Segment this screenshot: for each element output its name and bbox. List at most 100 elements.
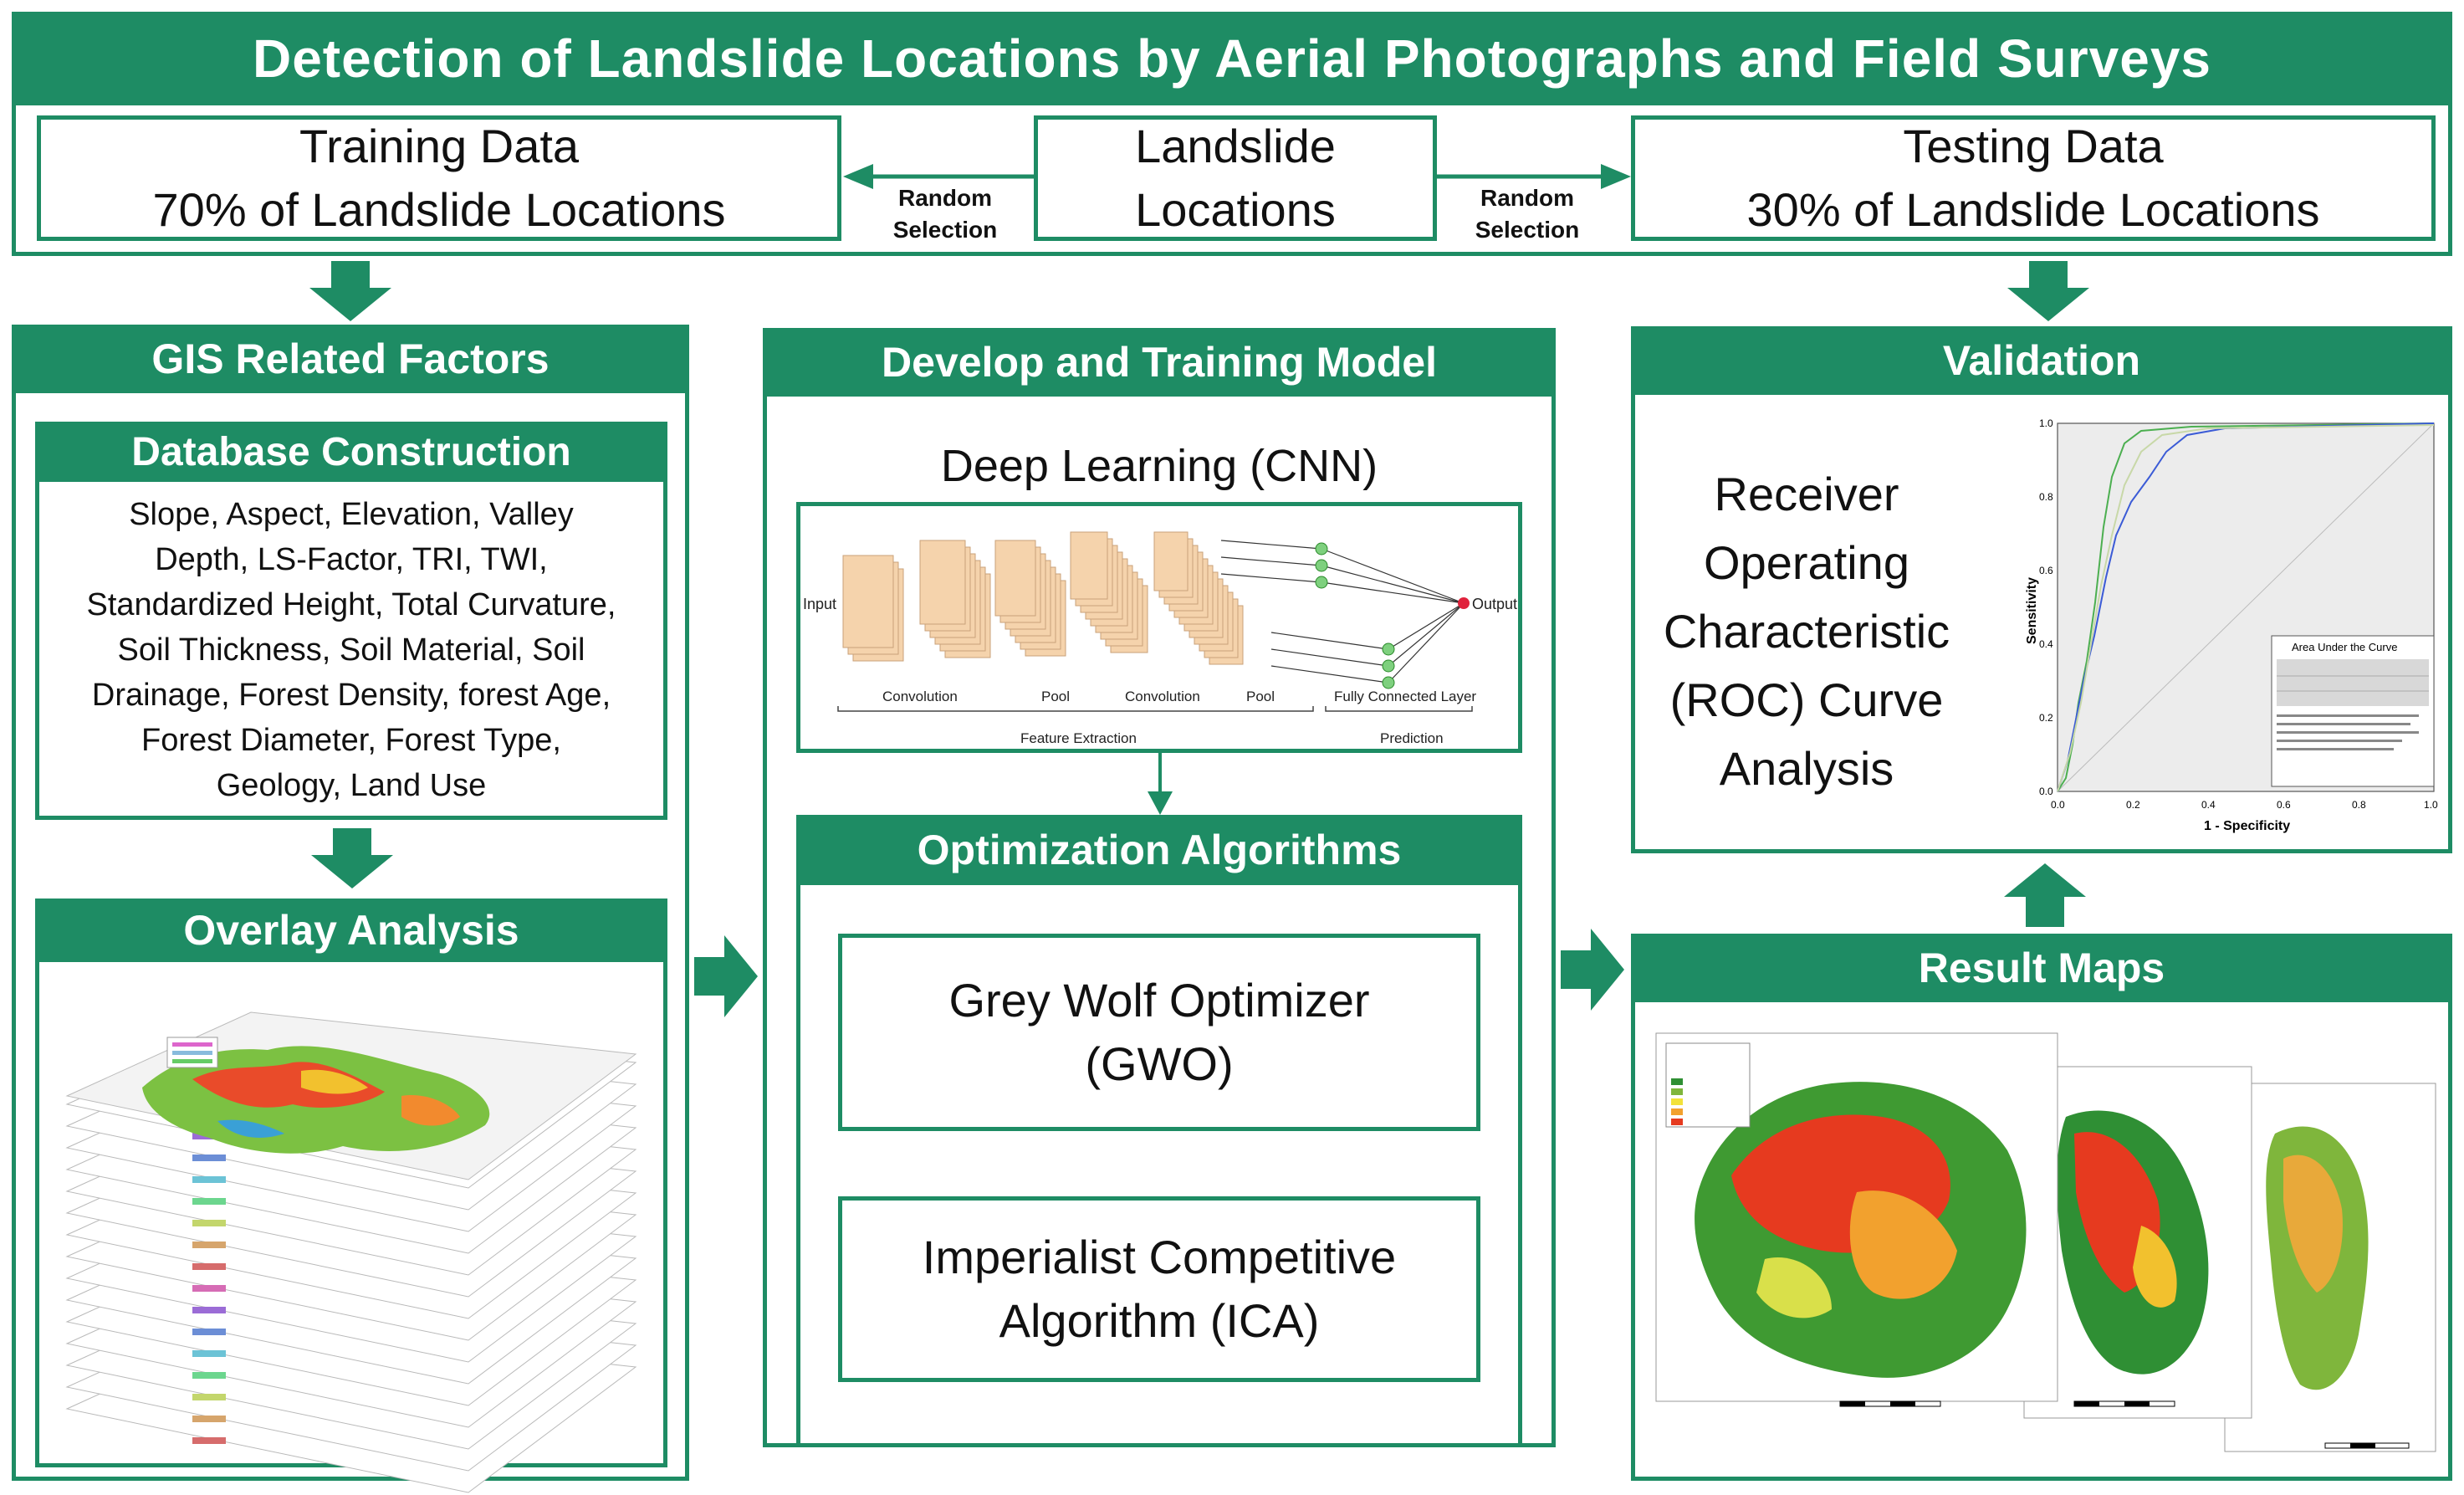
roc-tick-y3: 0.6: [2039, 565, 2053, 576]
cnn-output-label: Output: [1472, 596, 1517, 612]
down-arrow-right: [2007, 261, 2089, 321]
factor-line: Standardized Height, Total Curvature,: [86, 587, 616, 622]
result-maps-image: [1655, 1032, 2436, 1452]
roc-tick-x4: 0.8: [2352, 799, 2366, 811]
roc-line: Receiver: [1714, 468, 1899, 520]
roc-chart-image: Sensitivity 1 - Specificity 0.0 0.2 0.4 …: [2025, 417, 2438, 833]
overlay-layer-thumbnail: [192, 1263, 226, 1270]
cnn-title: Deep Learning (CNN): [763, 435, 1556, 497]
results-header-text: Result Maps: [1918, 945, 2165, 991]
down-arrow-gis: [311, 828, 393, 888]
gwo-line1: Grey Wolf Optimizer: [948, 974, 1370, 1027]
testing-line1: Testing Data: [1903, 120, 2164, 173]
gis-header: GIS Related Factors: [12, 325, 689, 393]
model-header-text: Develop and Training Model: [882, 339, 1437, 386]
overlay-layer-thumbnail: [192, 1155, 226, 1161]
landslide-line1: Landslide: [1135, 120, 1336, 173]
overlay-layer-thumbnail: [192, 1220, 226, 1226]
optimization-header: Optimization Algorithms: [796, 815, 1522, 885]
roc-legend-title: Area Under the Curve: [2292, 641, 2397, 653]
feature-map: [1070, 531, 1108, 600]
ica-box: Imperialist Competitive Algorithm (ICA): [838, 1196, 1480, 1382]
gis-header-text: GIS Related Factors: [151, 335, 550, 382]
overlay-stack-image: [65, 1011, 637, 1493]
training-line1: Training Data: [299, 120, 580, 173]
model-header: Develop and Training Model: [763, 328, 1556, 397]
roc-line: Characteristic: [1663, 605, 1950, 658]
random-right-label: Random Selection: [1444, 182, 1611, 246]
cnn-feature-label: Feature Extraction: [1020, 730, 1137, 746]
right-arrow-model-to-results: [1561, 929, 1624, 1011]
cnn-title-text: Deep Learning (CNN): [940, 441, 1378, 491]
right-arrow-gis-to-model: [694, 935, 758, 1017]
random-right-arrow: [1437, 164, 1631, 189]
roc-tick-x5: 1.0: [2424, 799, 2438, 811]
landslide-locations-box: Landslide Locations: [1034, 115, 1437, 241]
overlay-header-text: Overlay Analysis: [183, 907, 519, 954]
feature-map: [919, 540, 966, 625]
database-header: Database Construction: [35, 422, 667, 482]
roc-tick-x1: 0.2: [2126, 799, 2140, 811]
validation-header: Validation: [1631, 326, 2452, 395]
cnn-pool2-label: Pool: [1246, 689, 1275, 704]
overlay-layer-thumbnail: [192, 1437, 226, 1444]
cnn-pool1-label: Pool: [1041, 689, 1070, 704]
roc-tick-x2: 0.4: [2201, 799, 2216, 811]
overlay-layer-thumbnail: [192, 1198, 226, 1205]
feature-map: [994, 540, 1036, 617]
roc-tick-y4: 0.8: [2039, 491, 2053, 503]
main-title: Detection of Landslide Locations by Aeri…: [252, 28, 2212, 89]
cnn-diagram-box: [796, 502, 1522, 753]
roc-ylabel: Sensitivity: [2025, 577, 2039, 644]
training-line2: 70% of Landslide Locations: [152, 183, 726, 236]
random-left-line1: Random: [898, 185, 992, 211]
optimization-header-text: Optimization Algorithms: [917, 827, 1402, 873]
overlay-layer-thumbnail: [192, 1285, 226, 1292]
testing-data-box: Testing Data 30% of Landslide Locations: [1631, 115, 2436, 241]
cnn-prediction-label: Prediction: [1380, 730, 1444, 746]
roc-line: (ROC) Curve: [1669, 673, 1944, 726]
overlay-layer-thumbnail: [192, 1350, 226, 1357]
top-row-frame: [12, 102, 2452, 256]
factor-line: Drainage, Forest Density, forest Age,: [91, 678, 611, 713]
landslide-line2: Locations: [1135, 183, 1336, 236]
roc-xlabel: 1 - Specificity: [2204, 819, 2290, 833]
results-header: Result Maps: [1631, 934, 2452, 1002]
overlay-layer-thumbnail: [192, 1176, 226, 1183]
factor-line: Forest Diameter, Forest Type,: [141, 723, 561, 758]
testing-line2: 30% of Landslide Locations: [1746, 183, 2320, 236]
factor-list: Slope, Aspect, Elevation, Valley Depth, …: [42, 492, 661, 808]
roc-line: Analysis: [1719, 742, 1894, 795]
random-right-line1: Random: [1480, 185, 1574, 211]
cnn-input-label: Input: [803, 596, 836, 612]
cnn-diagram: Input Output Convolution Pool Convolutio…: [803, 531, 1517, 746]
feature-map: [842, 555, 894, 648]
factor-line: Slope, Aspect, Elevation, Valley: [129, 497, 574, 532]
cnn-conv1-label: Convolution: [882, 689, 958, 704]
roc-text: Receiver Operating Characteristic (ROC) …: [1639, 460, 1974, 803]
factor-line: Geology, Land Use: [216, 768, 487, 803]
gwo-box: Grey Wolf Optimizer (GWO): [838, 934, 1480, 1131]
factor-line: Soil Thickness, Soil Material, Soil: [117, 632, 585, 668]
random-right-line2: Selection: [1475, 216, 1580, 243]
down-arrow-left: [309, 261, 391, 321]
overlay-layer-thumbnail: [192, 1242, 226, 1248]
cnn-fc-label: Fully Connected Layer: [1334, 689, 1476, 704]
overlay-layer-thumbnail: [192, 1394, 226, 1400]
training-data-box: Training Data 70% of Landslide Locations: [37, 115, 841, 241]
feature-map: [1153, 531, 1189, 591]
roc-tick-y0: 0.0: [2039, 786, 2053, 797]
roc-tick-y2: 0.4: [2039, 638, 2053, 650]
factor-line: Depth, LS-Factor, TRI, TWI,: [155, 542, 548, 577]
overlay-header: Overlay Analysis: [35, 899, 667, 962]
gwo-line2: (GWO): [1085, 1037, 1234, 1090]
database-header-text: Database Construction: [131, 429, 571, 474]
overlay-layer-thumbnail: [192, 1307, 226, 1313]
overlay-layer-thumbnail: [192, 1329, 226, 1335]
roc-tick-y5: 1.0: [2039, 417, 2053, 429]
roc-tick-y1: 0.2: [2039, 712, 2053, 724]
ica-line1: Imperialist Competitive: [922, 1231, 1397, 1284]
up-arrow-results-to-validation: [2004, 863, 2086, 927]
random-left-label: Random Selection: [861, 182, 1029, 246]
ica-line2: Algorithm (ICA): [999, 1294, 1320, 1347]
